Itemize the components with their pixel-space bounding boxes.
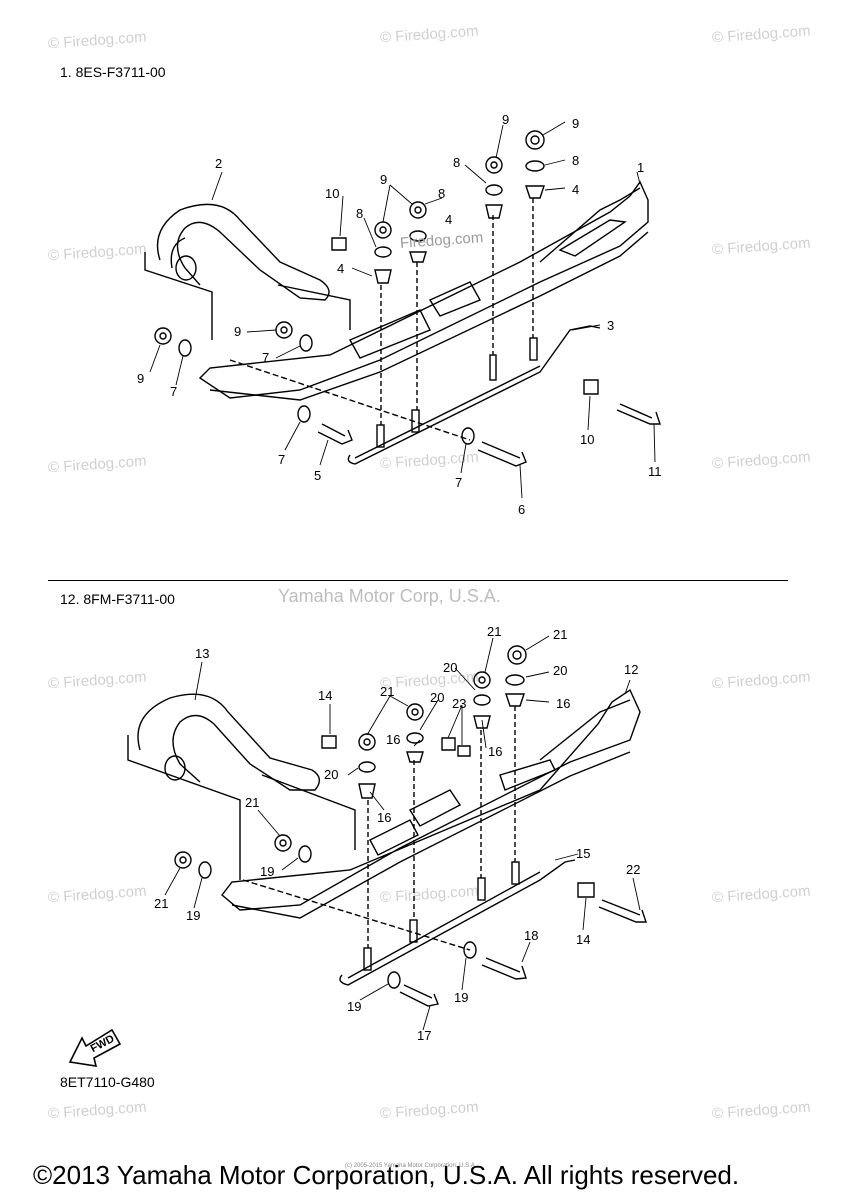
- assembly-label-12: 12. 8FM-F3711-00: [60, 591, 175, 607]
- callout-4: 4: [445, 212, 453, 227]
- callout-9: 9: [502, 112, 510, 127]
- callout-10: 10: [580, 432, 595, 447]
- callout-16: 16: [488, 744, 503, 759]
- callout-12: 12: [624, 662, 639, 677]
- section-divider: [48, 580, 788, 581]
- callout-20: 20: [324, 767, 339, 782]
- callout-8: 8: [572, 153, 580, 168]
- callout-16: 16: [377, 810, 392, 825]
- watermark-yamaha: Yamaha Motor Corp, U.S.A.: [278, 586, 501, 606]
- callout-3: 3: [607, 318, 615, 333]
- fwd-arrow-icon: [68, 1028, 122, 1067]
- handle-13: [127, 693, 356, 880]
- handle-2: [144, 203, 351, 340]
- callout-19: 19: [454, 990, 469, 1005]
- fasteners-1: [154, 130, 661, 467]
- callout-7: 7: [278, 452, 286, 467]
- runner-3: [347, 325, 601, 465]
- callout-21: 21: [380, 684, 395, 699]
- callout-18: 18: [524, 928, 539, 943]
- callout-23: 23: [452, 696, 467, 711]
- callout-6: 6: [518, 502, 526, 517]
- callout-13: 13: [195, 646, 210, 661]
- callout-7: 7: [262, 350, 270, 365]
- callout-11: 11: [648, 464, 662, 479]
- callout-19: 19: [260, 864, 275, 879]
- callout-14: 14: [318, 688, 333, 703]
- callout-16: 16: [556, 696, 571, 711]
- callout-7: 7: [170, 384, 178, 399]
- callout-9: 9: [572, 116, 580, 131]
- ski-12: [221, 688, 641, 919]
- tiny-copyright: (c) 2005-2015 Yamaha Motor Corporation, …: [345, 1163, 477, 1169]
- stud-bolts-1: [229, 198, 534, 441]
- callout-8: 8: [438, 186, 446, 201]
- copyright-notice: ©2013 Yamaha Motor Corporation, U.S.A. A…: [33, 1160, 740, 1190]
- callout-4: 4: [337, 261, 345, 276]
- callout-9: 9: [380, 172, 388, 187]
- callout-7: 7: [455, 475, 463, 490]
- callout-21: 21: [553, 627, 568, 642]
- callout-16: 16: [386, 732, 401, 747]
- callout-4: 4: [572, 182, 580, 197]
- assembly-label-1: 1. 8ES-F3711-00: [60, 64, 166, 80]
- leader-lines-2: [164, 635, 641, 1031]
- callout-9: 9: [137, 371, 145, 386]
- callout-20: 20: [443, 660, 458, 675]
- callout-8: 8: [453, 155, 461, 170]
- callout-2: 2: [215, 156, 223, 171]
- callout-19: 19: [186, 908, 201, 923]
- ski-1: [198, 180, 649, 401]
- callout-20: 20: [430, 690, 445, 705]
- callout-14: 14: [576, 932, 591, 947]
- leader-lines-1: [149, 121, 656, 499]
- callout-10: 10: [325, 186, 340, 201]
- callout-15: 15: [576, 846, 591, 861]
- callout-8: 8: [356, 206, 364, 221]
- callout-9: 9: [234, 324, 242, 339]
- callout-20: 20: [553, 663, 568, 678]
- fasteners-2: [174, 645, 647, 1007]
- diagram-code: 8ET7110-G480: [60, 1074, 155, 1090]
- callout-21: 21: [154, 896, 169, 911]
- callout-21: 21: [245, 795, 260, 810]
- stud-bolts-2: [242, 706, 516, 951]
- callout-1: 1: [637, 160, 645, 175]
- callout-5: 5: [314, 468, 322, 483]
- runner-15: [339, 859, 576, 986]
- callout-21: 21: [487, 624, 502, 639]
- callout-19: 19: [347, 999, 362, 1014]
- callout-17: 17: [417, 1028, 432, 1043]
- callout-22: 22: [626, 862, 641, 877]
